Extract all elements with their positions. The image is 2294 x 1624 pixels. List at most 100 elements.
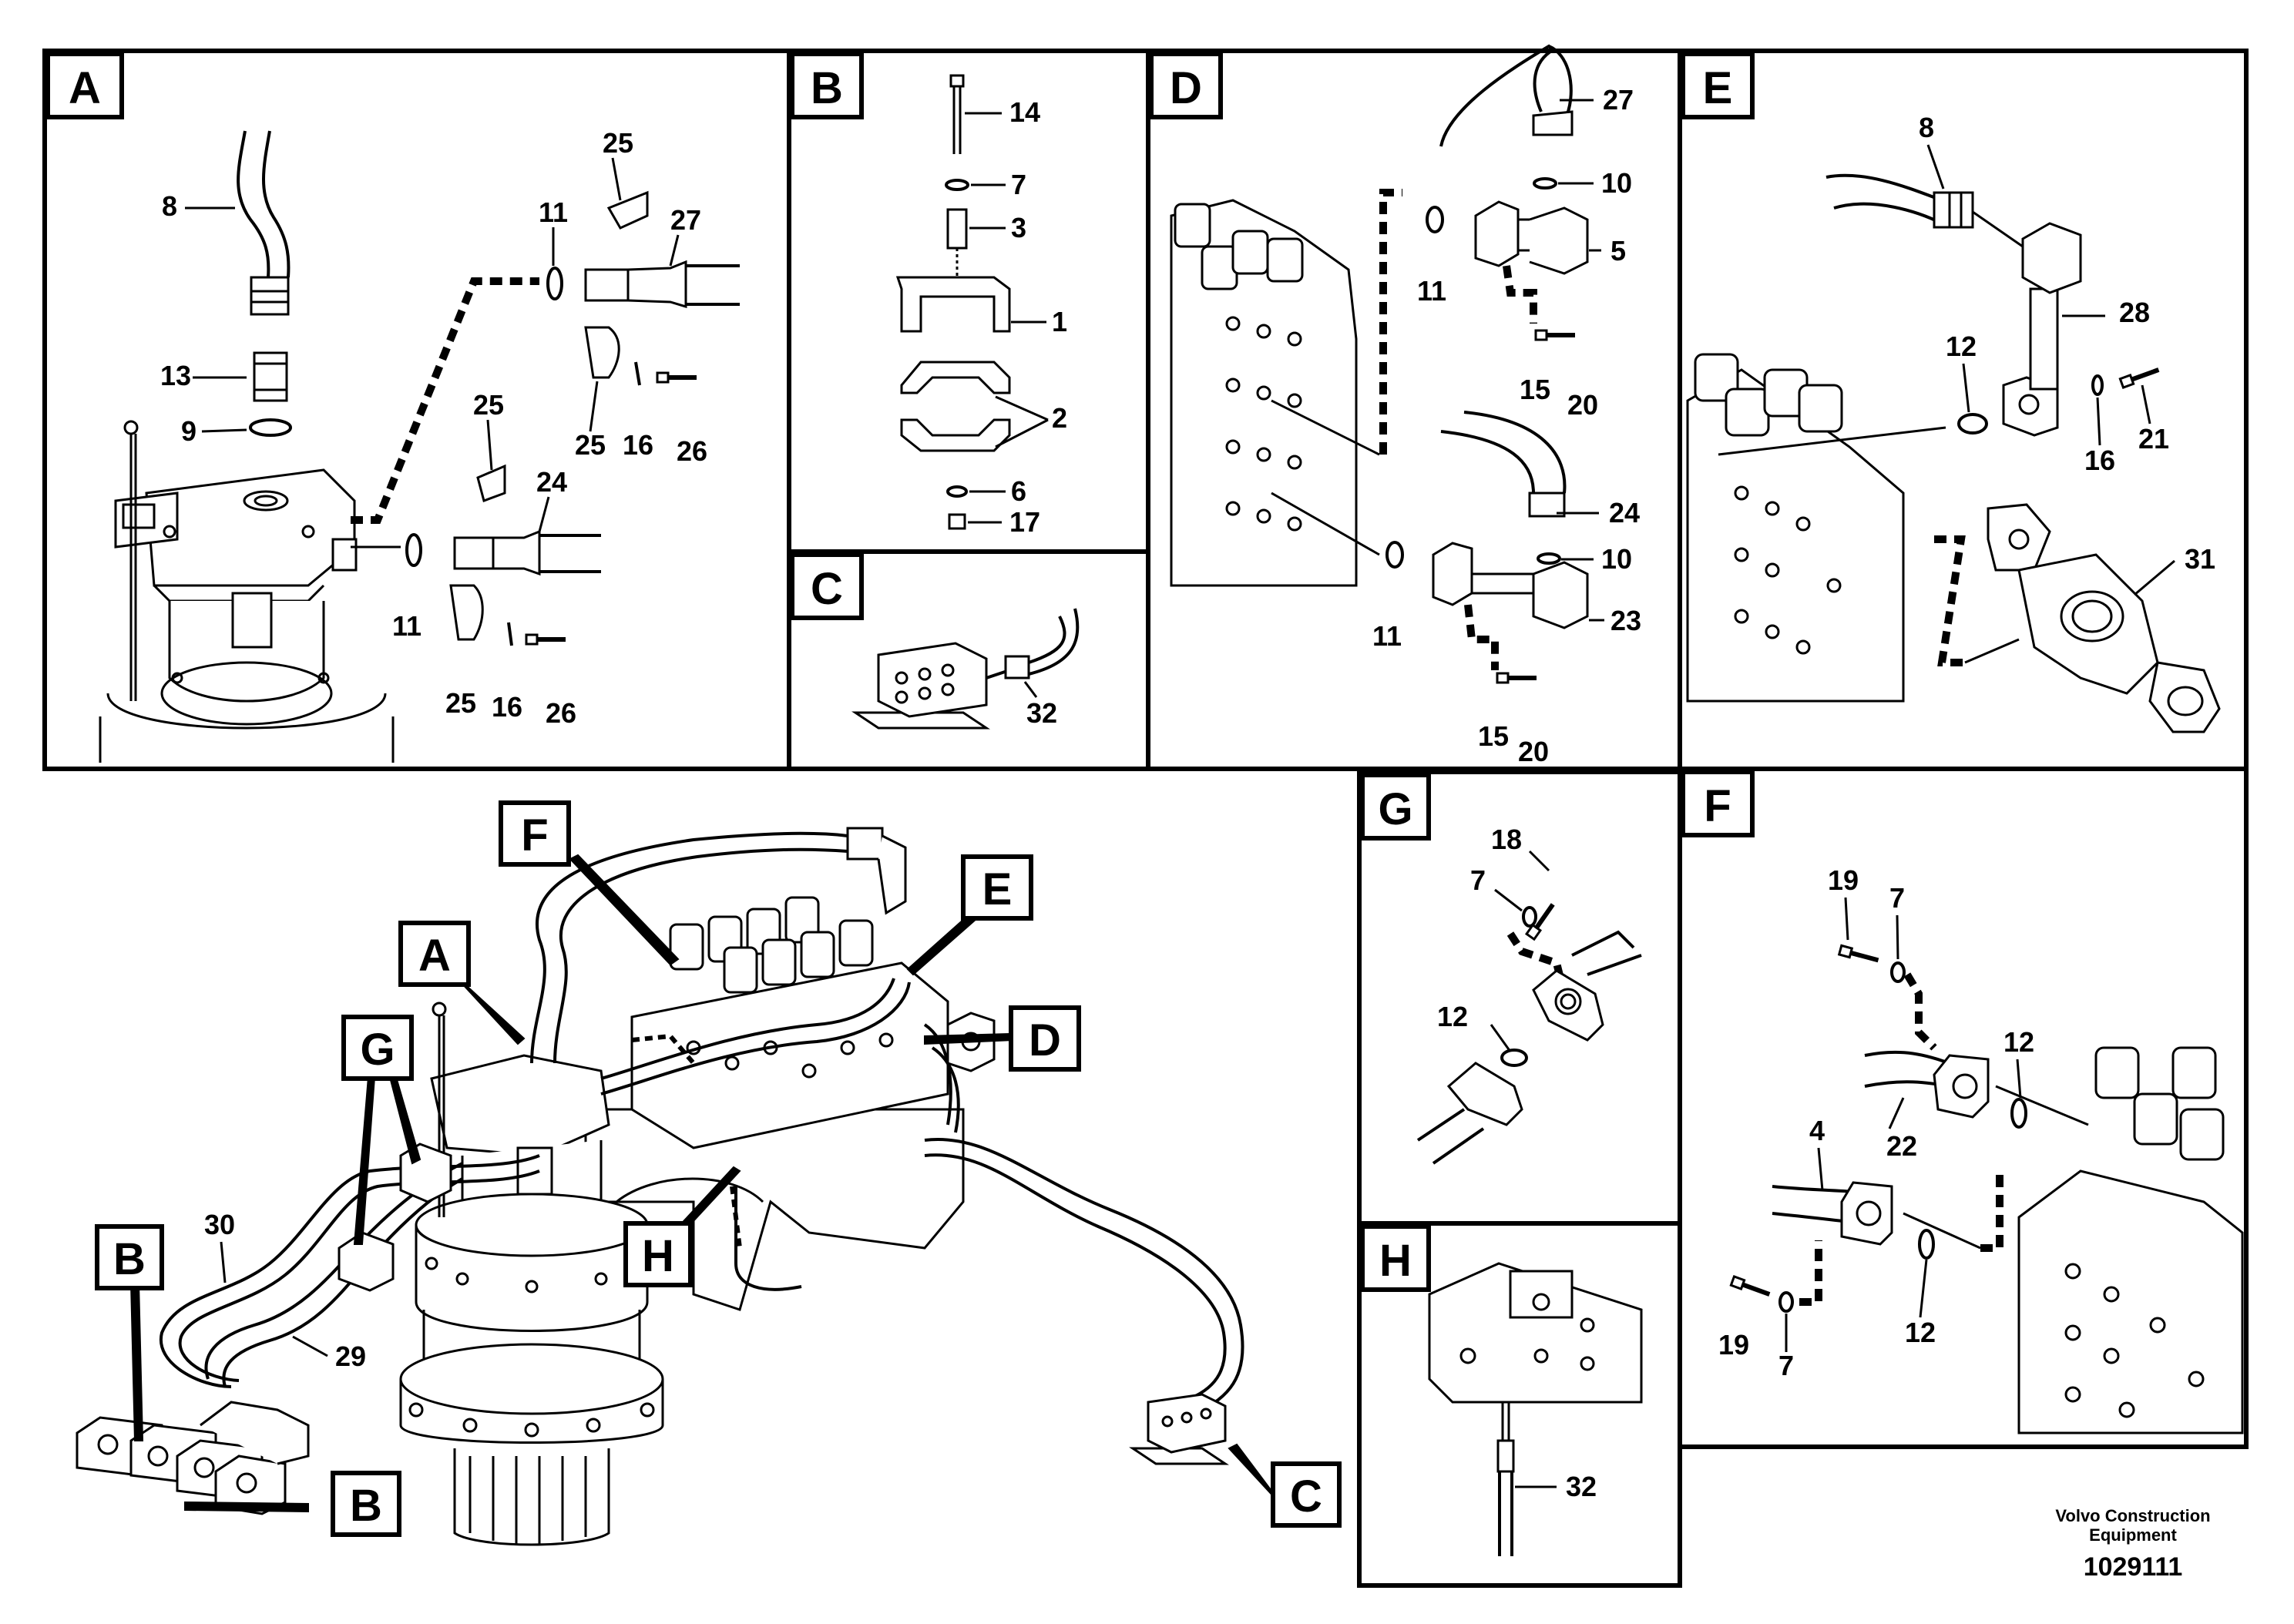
callout-a-letter: A bbox=[418, 931, 451, 981]
panel-e-label-31: 31 bbox=[2185, 543, 2215, 575]
panel-b-label-7: 7 bbox=[1011, 169, 1026, 200]
panel-e-label-28: 28 bbox=[2119, 297, 2150, 328]
panel-e-leaders bbox=[1926, 144, 2175, 596]
panel-h-label-32: 32 bbox=[1566, 1471, 1597, 1502]
panel-h-letter: H bbox=[1379, 1236, 1412, 1286]
main-assembly-drawing bbox=[76, 827, 1244, 1546]
panel-g-drawing bbox=[1416, 902, 1642, 1165]
panel-a-label-25-low: 25 bbox=[445, 687, 476, 719]
callout-d-box: D bbox=[1009, 1005, 1081, 1072]
callout-f-letter: F bbox=[521, 810, 548, 861]
panel-a-tag: A bbox=[45, 52, 124, 119]
panel-e-label-8: 8 bbox=[1919, 112, 1934, 143]
panel-d-labels: 27 10 5 11 15 20 24 10 11 23 15 20 bbox=[1372, 84, 1641, 767]
panel-f-letter: F bbox=[1704, 781, 1731, 831]
panel-g-label-7: 7 bbox=[1470, 864, 1486, 896]
panel-g-leaders bbox=[1494, 850, 1550, 912]
brand-line-1: Volvo Construction bbox=[2055, 1506, 2210, 1525]
panel-f-leaders bbox=[1785, 897, 2022, 1352]
main-labels: 30 29 bbox=[204, 1209, 366, 1372]
panel-f-drawing bbox=[1731, 945, 2244, 1434]
panel-a-labels: 8 25 11 27 13 9 25 24 25 16 26 11 25 16 … bbox=[160, 127, 707, 729]
panel-a-label-25-top: 25 bbox=[603, 127, 633, 159]
panel-b-label-3: 3 bbox=[1011, 212, 1026, 243]
panel-c-label-32: 32 bbox=[1026, 697, 1057, 729]
panel-d-label-15-low: 15 bbox=[1478, 720, 1509, 752]
main-label-30: 30 bbox=[204, 1209, 235, 1240]
panel-a-label-11-top: 11 bbox=[539, 196, 568, 228]
panel-a-leaders bbox=[185, 157, 680, 532]
panel-d-label-24: 24 bbox=[1609, 497, 1640, 528]
panel-f-label-4: 4 bbox=[1809, 1115, 1825, 1146]
panel-a-label-24: 24 bbox=[536, 466, 567, 498]
footer: Volvo Construction Equipment 1029111 bbox=[2055, 1506, 2210, 1582]
panel-a-label-9: 9 bbox=[181, 415, 196, 447]
panel-g-label-12: 12 bbox=[1437, 1001, 1468, 1032]
callout-b-box-upper: B bbox=[95, 1224, 164, 1290]
callout-c-letter: C bbox=[1290, 1471, 1322, 1522]
panel-b-label-1: 1 bbox=[1052, 306, 1067, 337]
panel-a-label-25-mid: 25 bbox=[473, 389, 504, 421]
main-callouts: F E A D G H B C bbox=[95, 800, 1342, 1537]
figure-number: 1029111 bbox=[2084, 1552, 2183, 1582]
panel-b-label-17: 17 bbox=[1009, 506, 1040, 538]
panel-a-label-26-b: 26 bbox=[546, 697, 576, 729]
main-label-29: 29 bbox=[335, 1340, 366, 1372]
panel-b-drawing bbox=[895, 74, 1049, 530]
panel-e-tag: E bbox=[1681, 52, 1755, 119]
panel-f-label-7-top: 7 bbox=[1889, 882, 1905, 914]
panel-a-label-27: 27 bbox=[670, 204, 701, 236]
panel-c-drawing bbox=[851, 608, 1080, 730]
panel-d-label-23: 23 bbox=[1611, 605, 1641, 636]
panel-e-label-12: 12 bbox=[1946, 331, 1977, 362]
callout-f-box: F bbox=[499, 800, 571, 867]
panel-c-leader bbox=[1023, 681, 1038, 698]
panel-d-label-5: 5 bbox=[1611, 235, 1626, 267]
panel-a-letter: A bbox=[69, 63, 101, 113]
panel-frames bbox=[42, 49, 2249, 1588]
panel-b-label-2: 2 bbox=[1052, 402, 1067, 434]
panel-f-label-19-low: 19 bbox=[1718, 1329, 1749, 1361]
panel-d-leaders bbox=[1557, 99, 1604, 622]
panel-f-label-7-low: 7 bbox=[1778, 1350, 1794, 1381]
panel-e-label-21: 21 bbox=[2138, 423, 2169, 455]
panel-e-labels: 8 28 12 16 21 31 bbox=[1919, 112, 2215, 575]
callout-e-box: E bbox=[961, 854, 1033, 921]
brand-line-2: Equipment bbox=[2089, 1525, 2177, 1545]
panel-e-label-16: 16 bbox=[2084, 445, 2115, 476]
panel-c-letter: C bbox=[811, 564, 843, 614]
panel-d-label-11-top: 11 bbox=[1417, 275, 1446, 307]
callout-e-letter: E bbox=[982, 864, 1013, 914]
callout-g-letter: G bbox=[360, 1025, 395, 1075]
panel-e-drawing bbox=[1686, 173, 2221, 733]
panel-d-label-15-top: 15 bbox=[1520, 374, 1550, 405]
panel-b-label-14: 14 bbox=[1009, 96, 1040, 128]
callout-b-letter-lower: B bbox=[350, 1481, 382, 1531]
panel-f-label-12-low: 12 bbox=[1905, 1317, 1936, 1348]
callout-c-box: C bbox=[1271, 1461, 1342, 1528]
panel-d-label-20-top: 20 bbox=[1567, 389, 1598, 421]
panel-g-label-18: 18 bbox=[1491, 824, 1522, 855]
panel-a-label-25-b: 25 bbox=[575, 429, 606, 461]
panel-d-tag: D bbox=[1149, 52, 1223, 119]
callout-b-letter-upper: B bbox=[113, 1234, 146, 1284]
callout-h-box: H bbox=[623, 1221, 693, 1287]
panel-f-labels: 19 7 12 4 22 19 7 12 bbox=[1718, 864, 2034, 1381]
panel-d-letter: D bbox=[1170, 63, 1202, 113]
panel-a-label-11-low: 11 bbox=[392, 610, 422, 642]
callout-h-letter: H bbox=[642, 1231, 674, 1281]
panel-f-label-22: 22 bbox=[1886, 1130, 1917, 1162]
panel-b-label-6: 6 bbox=[1011, 475, 1026, 507]
panel-d-label-11-low: 11 bbox=[1372, 620, 1402, 652]
panel-letter-tags: A B C D E G H F bbox=[45, 52, 1755, 1292]
panel-g-labels: 18 7 12 bbox=[1437, 824, 1522, 1032]
panel-b-letter: B bbox=[811, 63, 843, 113]
panel-d-label-10-low: 10 bbox=[1601, 543, 1632, 575]
callout-a-box: A bbox=[398, 921, 471, 987]
main-leaders bbox=[220, 1241, 328, 1357]
panel-a-label-16-b: 16 bbox=[492, 691, 522, 723]
panel-d-label-10-top: 10 bbox=[1601, 167, 1632, 199]
panel-b-tag: B bbox=[790, 52, 864, 119]
panel-d-label-27: 27 bbox=[1603, 84, 1634, 116]
